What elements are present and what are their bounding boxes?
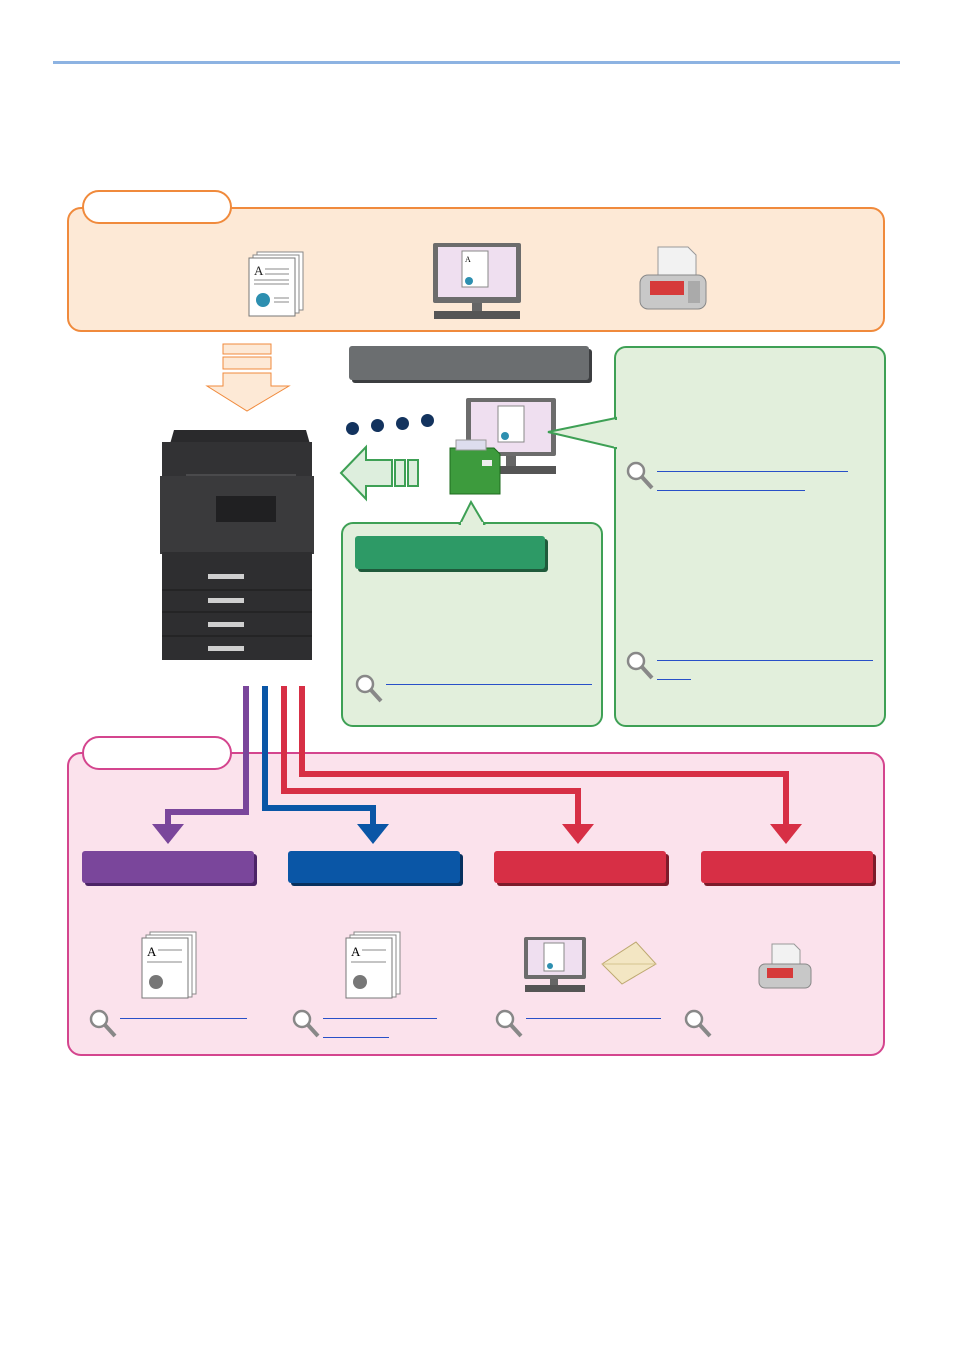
scan-arrow-icon — [205, 343, 291, 412]
reference-link[interactable] — [657, 660, 873, 661]
svg-text:A: A — [351, 944, 361, 959]
document-stack-icon: A — [141, 931, 197, 999]
reference-link[interactable] — [657, 490, 805, 491]
svg-text:A: A — [147, 944, 157, 959]
monitor-icon — [524, 937, 586, 992]
document-stack-icon: A — [345, 931, 401, 999]
pc-document-box-icon — [449, 398, 556, 495]
magnifier-icon[interactable] — [354, 673, 384, 705]
magnifier-icon[interactable] — [291, 1008, 321, 1040]
magnifier-icon[interactable] — [88, 1008, 118, 1040]
magnifier-icon[interactable] — [625, 650, 655, 682]
envelope-icon — [601, 941, 657, 985]
output-tab — [82, 736, 232, 770]
callout-pointer — [458, 500, 486, 526]
monitor-icon: A — [433, 243, 521, 319]
reference-link[interactable] — [526, 1018, 661, 1019]
destination-send — [494, 851, 666, 883]
header-rule — [53, 61, 900, 64]
callout-pointer — [547, 416, 618, 450]
output-panel — [67, 752, 885, 1056]
network-panel — [614, 346, 886, 727]
reference-link[interactable] — [657, 471, 848, 472]
multifunction-printer-icon — [160, 430, 314, 660]
dot — [396, 417, 409, 430]
document-stack-icon: A — [248, 251, 304, 317]
magnifier-icon[interactable] — [683, 1008, 713, 1040]
reference-link[interactable] — [323, 1037, 389, 1038]
destination-box — [288, 851, 460, 883]
destination-fax — [701, 851, 873, 883]
output-routes — [152, 686, 802, 844]
fax-icon — [758, 943, 812, 989]
left-arrow-icon — [339, 444, 419, 502]
reference-link[interactable] — [386, 684, 592, 685]
input-tab — [82, 190, 232, 224]
reference-link[interactable] — [657, 679, 691, 680]
network-bar — [349, 346, 589, 380]
svg-text:A: A — [254, 263, 264, 278]
document-box-bar — [355, 536, 545, 569]
dot — [346, 422, 359, 435]
reference-link[interactable] — [323, 1018, 437, 1019]
dot — [421, 414, 434, 427]
reference-link[interactable] — [120, 1018, 247, 1019]
destination-print — [82, 851, 254, 883]
fax-icon — [639, 246, 707, 310]
magnifier-icon[interactable] — [494, 1008, 524, 1040]
dot — [371, 419, 384, 432]
svg-text:A: A — [465, 255, 471, 264]
magnifier-icon[interactable] — [625, 460, 655, 492]
